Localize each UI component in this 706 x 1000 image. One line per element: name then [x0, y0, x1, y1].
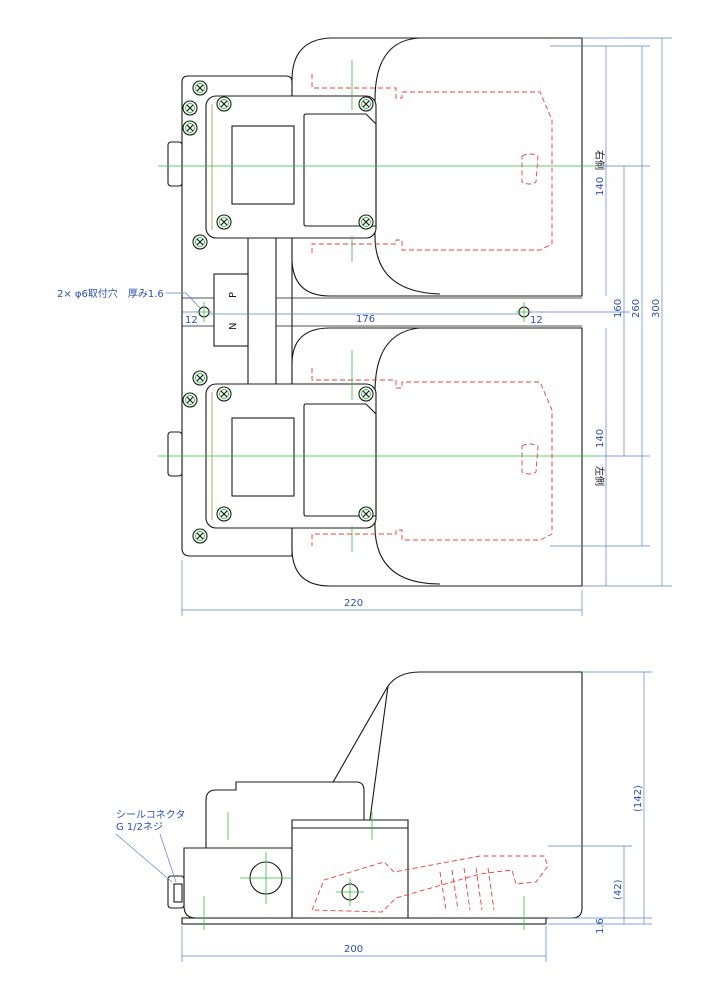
lower-switch-cover — [303, 403, 377, 517]
side-hidden-spring — [439, 867, 495, 911]
screw-cross — [196, 238, 204, 246]
screw-ring — [195, 531, 205, 541]
dim-overall-length: 300 — [651, 299, 662, 318]
dim-total-width: 220 — [344, 598, 363, 609]
connector-note-leader-1 — [115, 833, 173, 883]
top-view: P N — [57, 37, 672, 616]
screw-cross — [186, 396, 194, 404]
upper-switch-window — [231, 125, 295, 205]
dim-side-base: (42) — [613, 879, 624, 900]
dim-pedal-width-bottom: 140 — [595, 429, 606, 448]
lower-connector — [167, 431, 183, 477]
connector-note-line1: シールコネクタ — [116, 809, 185, 821]
dim-pedal-width-top: 140 — [595, 177, 606, 196]
screw-ring — [195, 83, 205, 93]
screw-cross — [362, 390, 370, 398]
screw-ring — [219, 389, 229, 399]
side-hidden-lever — [311, 855, 549, 913]
screw-ring — [361, 389, 371, 399]
mounting-hole-note: 2× φ6取付穴 厚み1.6 — [57, 287, 164, 300]
screw-cross — [220, 218, 228, 226]
upper-switch-cover — [303, 113, 377, 227]
screw-ring — [185, 395, 195, 405]
screw-ring — [219, 217, 229, 227]
side-view: シールコネクタ G 1/2ネジ (142) (42) 1.6 200 — [115, 671, 652, 962]
dim-side-length: 200 — [344, 944, 363, 955]
dim-overall-inner: 260 — [631, 299, 642, 318]
dim-edge-left: 12 — [185, 315, 198, 326]
dim-plate-thickness: 1.6 — [595, 918, 606, 934]
lower-pedal-hidden-mechanism — [311, 368, 553, 546]
side-pedal-ridge — [367, 685, 389, 835]
screw-ring — [361, 217, 371, 227]
upper-connector — [167, 141, 183, 187]
screw-cross — [196, 374, 204, 382]
screw-cross — [186, 124, 194, 132]
dim-edge-right: 12 — [530, 315, 543, 326]
screw-ring — [195, 373, 205, 383]
screw-ring — [185, 103, 195, 113]
lower-switch-window — [231, 417, 295, 497]
right-side-label: 右側 — [593, 150, 606, 170]
lower-pedal-curve — [374, 327, 441, 585]
side-connector-nut — [173, 883, 183, 903]
connector-note-line2: G 1/2ネジ — [116, 821, 163, 833]
upper-pedal-curve — [374, 37, 441, 295]
screw-cross — [220, 100, 228, 108]
left-side-label: 左側 — [593, 466, 606, 486]
screw-cross — [220, 390, 228, 398]
upper-cam-detail — [521, 153, 539, 185]
side-pedal-base — [291, 819, 409, 919]
dim-hole-pitch: 160 — [613, 299, 624, 318]
screw-ring — [195, 237, 205, 247]
screws-top-view — [182, 80, 374, 544]
screw-cross — [362, 218, 370, 226]
screw-cross — [220, 510, 228, 518]
screw-ring — [219, 99, 229, 109]
screw-ring — [361, 509, 371, 519]
dim-hole-spacing: 176 — [356, 314, 375, 325]
screw-ring — [185, 123, 195, 133]
screw-cross — [196, 532, 204, 540]
mounting-note-leader — [166, 292, 201, 309]
lower-cam-detail — [521, 443, 539, 475]
screw-ring — [219, 509, 229, 519]
side-base-plate — [181, 917, 547, 925]
dim-side-height: (142) — [633, 785, 644, 812]
screw-cross — [196, 84, 204, 92]
connecting-bar — [247, 235, 277, 387]
screw-cross — [362, 510, 370, 518]
screw-ring — [361, 99, 371, 109]
np-label-n: N — [228, 323, 239, 330]
side-switch-housing — [183, 847, 293, 919]
connector-note-leader-2 — [159, 833, 177, 883]
screw-cross — [186, 104, 194, 112]
np-label-box — [213, 273, 249, 347]
np-label-p: P — [228, 292, 239, 298]
screw-cross — [362, 100, 370, 108]
